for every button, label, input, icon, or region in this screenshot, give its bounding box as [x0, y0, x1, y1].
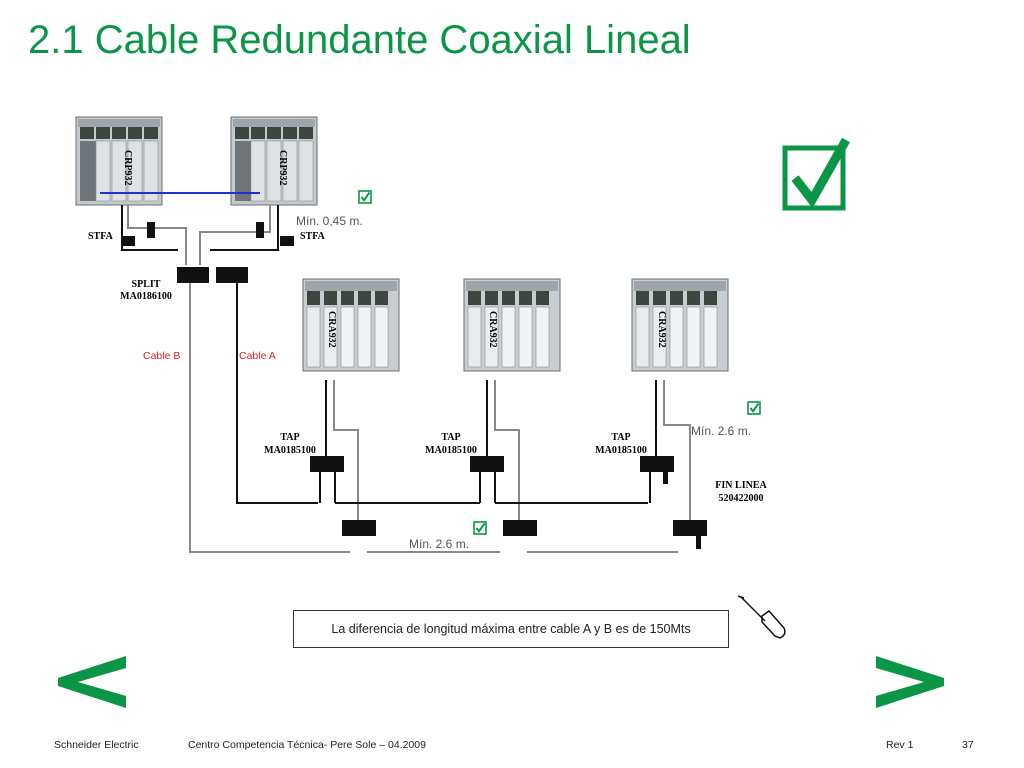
tap-3-label: TAP: [611, 432, 630, 443]
screwdriver-icon: [737, 595, 786, 639]
tap-b3-terminator: [696, 534, 701, 549]
tap-1-label: TAP: [280, 432, 299, 443]
tap-block-2: [470, 456, 504, 472]
prev-slide-button[interactable]: [48, 652, 132, 712]
cra-label-2: CRA932: [487, 311, 498, 348]
stfa-connector-right: [280, 236, 294, 246]
tap-block-b3: [673, 520, 707, 536]
cra-label-3: CRA932: [656, 311, 667, 348]
tap-1-part: MA0185100: [264, 445, 316, 456]
check-icon-small-1: [358, 190, 372, 204]
tap-2-part: MA0185100: [425, 445, 477, 456]
crp-label-right: CRP932: [277, 150, 288, 186]
tap-block-b2: [503, 520, 537, 536]
crp-rack-left: [75, 116, 163, 206]
check-icon-small-3: [473, 521, 487, 535]
crp-rack-right: [230, 116, 318, 206]
cra-rack-2: [463, 278, 561, 372]
min-26-label-right: Mín. 2.6 m.: [691, 424, 751, 438]
tap-block-b1: [342, 520, 376, 536]
cra-rack-3: [631, 278, 729, 372]
cra-rack-1: [302, 278, 400, 372]
tap-3-terminator: [663, 470, 668, 484]
crp-label-left: CRP932: [122, 150, 133, 186]
cable-b-label: Cable B: [143, 350, 180, 362]
tap-2-label: TAP: [441, 432, 460, 443]
split-part: MA0186100: [120, 291, 172, 302]
black-cabling: [121, 205, 657, 504]
length-note: La diferencia de longitud máxima entre c…: [293, 610, 729, 648]
split-block-right: [216, 267, 248, 283]
stfa-label-left: STFA: [88, 231, 114, 242]
tap-block-3: [640, 456, 674, 472]
cra-label-1: CRA932: [326, 311, 337, 348]
cable-a-label: Cable A: [239, 350, 276, 362]
stfa-inline-left: [147, 222, 155, 238]
stfa-label-right: STFA: [300, 231, 326, 242]
fin-linea-label: FIN LINEA: [715, 480, 767, 491]
split-block-left: [177, 267, 209, 283]
fin-linea-part: 520422000: [719, 493, 764, 504]
next-arrow-icon: [876, 656, 944, 708]
page-title: 2.1 Cable Redundante Coaxial Lineal: [28, 18, 691, 62]
check-icon: [782, 137, 850, 211]
tap-block-1: [310, 456, 344, 472]
footer-revision: Rev 1: [886, 739, 914, 751]
footer-page-number: 37: [962, 739, 974, 751]
stfa-inline-right: [256, 222, 264, 238]
footer-center: Centro Competencia Técnica- Pere Sole – …: [188, 739, 426, 751]
prev-arrow-icon: [58, 656, 126, 708]
next-slide-button[interactable]: [870, 652, 954, 712]
footer-company: Schneider Electric: [54, 739, 139, 751]
check-icon-small-2: [747, 401, 761, 415]
split-label: SPLIT: [132, 279, 161, 290]
gray-cabling: [127, 205, 691, 553]
min-26-label-bottom: Mín. 2.6 m.: [409, 537, 469, 551]
stfa-connector-left: [121, 236, 135, 246]
min-045-label: Mín. 0,45 m.: [296, 214, 363, 228]
tap-3-part: MA0185100: [595, 445, 647, 456]
